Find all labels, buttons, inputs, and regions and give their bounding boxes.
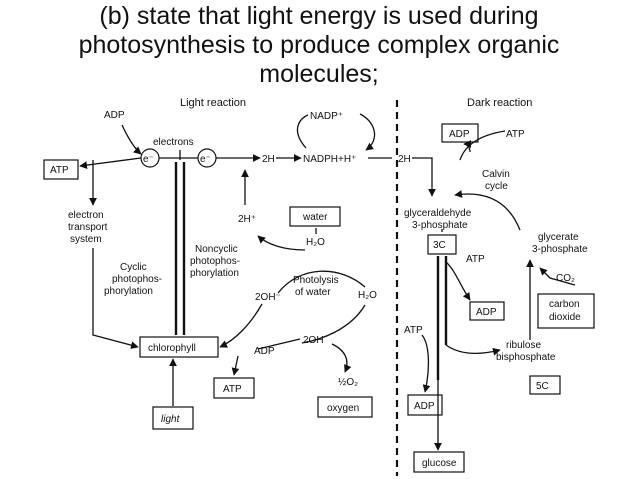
adp-dark-top-label: ADP xyxy=(449,129,470,140)
nadph-label: NADPH+H⁺ xyxy=(303,154,356,165)
arrow-2oh-minus-to-chlorophyll xyxy=(219,303,263,348)
heading-line-1: (b) state that light energy is used duri… xyxy=(99,2,539,30)
gald3p-label-1: glyceraldehyde xyxy=(404,208,472,219)
carbon-dioxide-label-1: carbon xyxy=(549,299,580,310)
light-reaction-header: Light reaction xyxy=(180,97,246,109)
curve-atp-top xyxy=(459,130,506,161)
arrow-to-ribulose xyxy=(445,344,501,356)
chlorophyll-box xyxy=(139,336,219,358)
curve-photolysis-bottom xyxy=(301,304,366,344)
arrow-co2-to-glycerate xyxy=(539,267,576,286)
electrons-label: electrons xyxy=(153,137,194,148)
arrow-transport-to-chlorophyll xyxy=(92,248,139,349)
glycerate-label-1: glycerate xyxy=(538,232,579,243)
cyclic-label-2: photophos- xyxy=(112,274,162,285)
dark-reaction-header: Dark reaction xyxy=(467,97,532,109)
electron-transport-label-1: electron xyxy=(68,210,104,221)
arrow-nadp-to-nadph xyxy=(359,113,376,151)
water-label: water xyxy=(302,212,328,223)
adp-dark-low-label: ADP xyxy=(414,401,435,412)
co2-label: CO₂ xyxy=(556,273,575,284)
carbon-dioxide-label-2: dioxide xyxy=(549,312,581,323)
arrow-h2o-to-2hplus xyxy=(257,235,306,251)
atp-dark-low-label: ATP xyxy=(404,325,423,336)
nadp-label: NADP⁺ xyxy=(310,111,343,122)
atp-dark-top-label: ATP xyxy=(506,129,525,140)
h2o-right-label: H₂O xyxy=(358,290,377,301)
arrow-2h-to-gald3p xyxy=(412,157,436,197)
water-box xyxy=(289,206,341,227)
arrow-atp-to-adp-mid xyxy=(445,261,471,301)
three-c-label: 3C xyxy=(433,240,446,251)
adp-dark-mid-label: ADP xyxy=(476,307,497,318)
electron-2-label: e⁻ xyxy=(200,154,211,165)
five-c-label: 5C xyxy=(536,381,549,392)
arrow-2oh-to-oxygen xyxy=(331,343,352,373)
cyclic-label-1: Cyclic xyxy=(120,262,147,273)
atp-bottom-label: ATP xyxy=(223,384,242,395)
atp-dark-mid-label: ATP xyxy=(466,254,485,265)
gald3p-label-2: 3-phosphate xyxy=(412,220,468,231)
chlorophyll-label: chlorophyll xyxy=(148,343,196,354)
electron-transport-label-2: transport xyxy=(68,222,108,233)
glucose-label: glucose xyxy=(422,458,457,469)
adp-dark-low-box xyxy=(407,394,443,416)
electron-transport-label-3: system xyxy=(70,234,102,245)
h2o-top-label: H₂O xyxy=(306,237,325,248)
ribulose-label-2: bisphosphate xyxy=(496,352,556,363)
oxygen-label: oxygen xyxy=(327,403,359,414)
arrow-cycle-to-gald3p xyxy=(454,190,521,231)
ribulose-label-1: ribulose xyxy=(506,340,541,351)
adp-mid-label: ADP xyxy=(254,346,275,357)
arrow-to-adp-dark-top xyxy=(463,140,472,153)
three-c-box xyxy=(427,234,457,255)
photolysis-label-1: Photolysis xyxy=(293,275,339,286)
photolysis-label-2: of water xyxy=(295,287,331,298)
cyclic-label-3: phorylation xyxy=(104,286,153,297)
oxygen-box xyxy=(317,396,373,418)
two-h-plus-label: 2H⁺ xyxy=(238,214,256,225)
curve-nadp-left xyxy=(296,114,309,149)
slide-heading: (b) state that light energy is used duri… xyxy=(0,2,638,89)
arrow-to-adp-dark-low xyxy=(421,334,431,393)
heading-line-3: molecules; xyxy=(259,60,379,88)
arrow-to-atp-left xyxy=(79,157,142,169)
noncyclic-label-3: phorylation xyxy=(190,268,239,279)
link-2oh-to-adp xyxy=(257,338,301,350)
electron-1-label: e⁻ xyxy=(143,154,154,165)
arrow-to-atp-bottom xyxy=(231,355,240,376)
two-h-label: 2H xyxy=(262,154,275,165)
noncyclic-label-1: Noncyclic xyxy=(195,244,238,255)
curve-photolysis-top xyxy=(277,270,366,294)
glucose-box xyxy=(413,451,465,473)
adp-dark-mid-box xyxy=(469,301,505,321)
half-o2-label: ½O₂ xyxy=(338,377,358,388)
heading-line-2: photosynthesis to produce complex organi… xyxy=(78,31,560,59)
noncyclic-label-2: photophos- xyxy=(190,256,240,267)
carbon-dioxide-box xyxy=(537,293,595,329)
atp-left-label: ATP xyxy=(50,165,69,176)
five-c-box xyxy=(529,375,561,395)
atp-box-bottom xyxy=(213,377,255,399)
calvin-label-1: Calvin xyxy=(482,169,510,180)
atp-box-left xyxy=(43,159,79,180)
adp-dark-top-box xyxy=(441,123,479,143)
light-box xyxy=(152,406,194,430)
two-oh-minus-label: 2OH⁻ xyxy=(255,292,281,303)
two-h-dark-label: 2H xyxy=(398,154,411,165)
arrow-adp-to-electron xyxy=(121,124,142,155)
light-label: light xyxy=(161,414,181,425)
glycerate-label-2: 3-phosphate xyxy=(532,244,588,255)
adp-top-label: ADP xyxy=(104,110,125,121)
calvin-label-2: cycle xyxy=(485,181,508,192)
